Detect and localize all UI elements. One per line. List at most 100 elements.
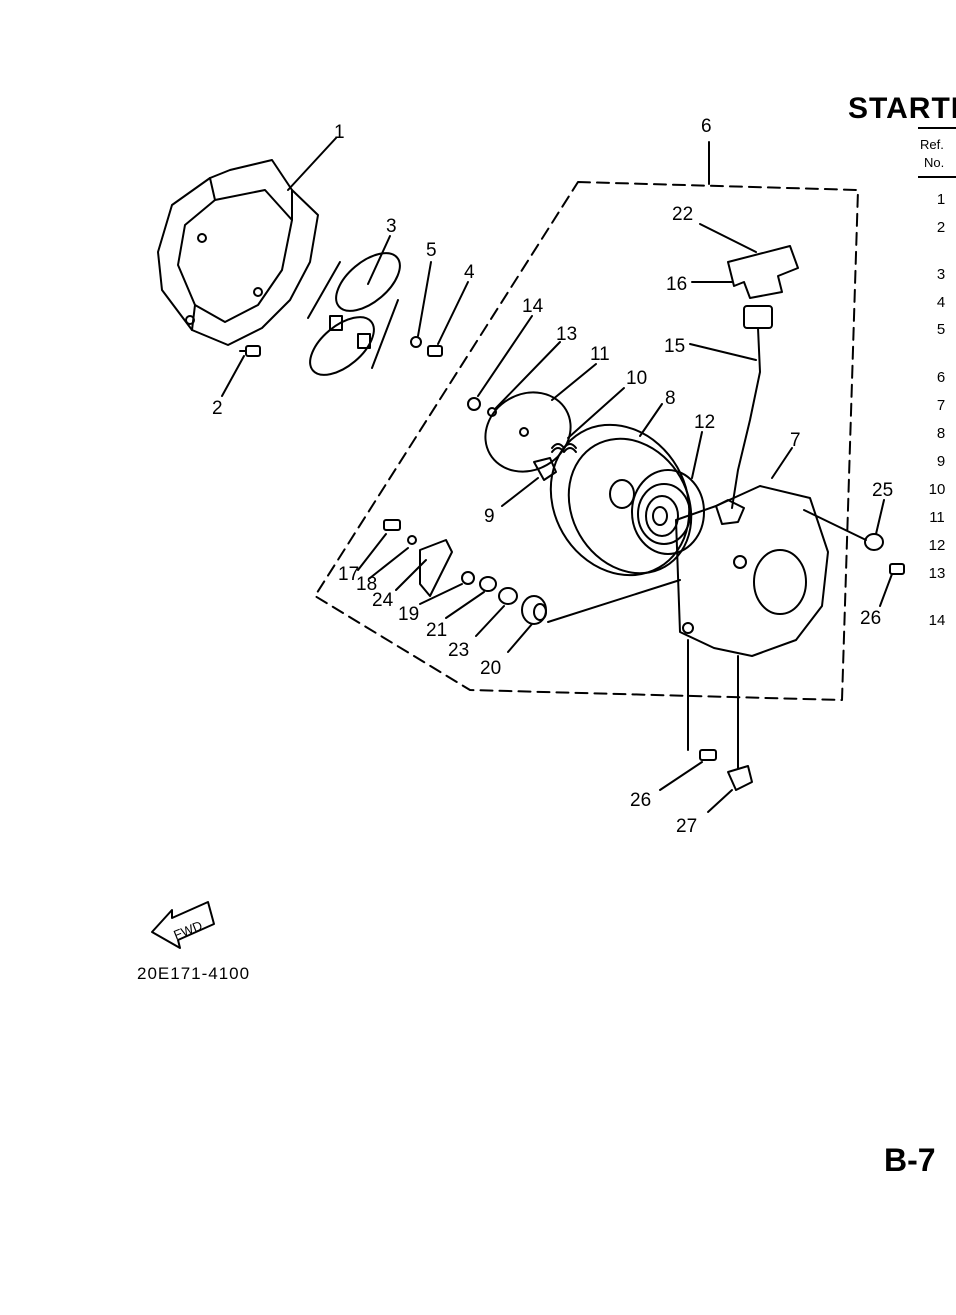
leader-line <box>501 477 539 507</box>
pulley-cup-part <box>307 252 401 376</box>
bolt-part <box>383 519 401 531</box>
leader-line <box>417 261 432 337</box>
callout-label: 11 <box>590 344 610 365</box>
leader-line <box>707 789 733 813</box>
callout-label: 6 <box>701 116 712 137</box>
callout-label: 23 <box>448 640 469 661</box>
leader-line <box>475 605 505 637</box>
spacer-part <box>521 595 547 625</box>
leader-line <box>547 579 681 623</box>
knob-part <box>727 765 753 791</box>
ref-number: 6 <box>936 369 946 386</box>
leader-line <box>689 343 757 361</box>
ref-number: 7 <box>936 397 946 414</box>
ref-number: 5 <box>936 321 946 338</box>
ref-number: 3 <box>936 266 946 283</box>
leader-line <box>507 623 533 653</box>
callout-label: 26 <box>630 790 651 811</box>
leader-line <box>875 499 885 535</box>
callout-label: 25 <box>872 480 893 501</box>
leader-line <box>771 447 793 479</box>
leader-line <box>567 387 625 439</box>
cap-part <box>864 533 884 551</box>
callout-label: 5 <box>426 240 437 261</box>
fwd-arrow-icon <box>151 901 215 949</box>
bolt-part <box>699 749 717 761</box>
leader-line <box>357 533 387 571</box>
leader-line <box>477 315 533 397</box>
callout-label: 20 <box>480 658 501 679</box>
leader-line <box>395 559 427 591</box>
starter-case-part <box>675 485 829 657</box>
ref-number: 10 <box>928 481 946 498</box>
ref-number: 11 <box>929 509 945 526</box>
leader-line <box>419 583 463 605</box>
leader-line <box>367 235 391 285</box>
leader-line <box>551 363 597 401</box>
callout-label: 24 <box>372 590 394 611</box>
ref-number: 2 <box>936 219 946 236</box>
callout-label: 9 <box>484 506 495 527</box>
callout-label: 8 <box>665 388 676 409</box>
callout-label: 18 <box>356 574 377 595</box>
ref-number: 14 <box>928 612 946 629</box>
starter-frame-part <box>157 159 319 346</box>
callout-label: 22 <box>672 204 693 225</box>
ref-number: 8 <box>936 425 946 442</box>
nut-part <box>467 397 481 411</box>
callout-label: 3 <box>386 216 397 237</box>
callout-label: 27 <box>676 816 697 837</box>
handle-part <box>727 245 799 329</box>
callout-label: 7 <box>790 430 801 451</box>
ref-number: 12 <box>928 537 946 554</box>
leader-line <box>639 403 663 437</box>
callout-label: 4 <box>464 262 475 283</box>
washer-part <box>410 336 422 348</box>
leader-line <box>879 573 893 607</box>
leader-line <box>659 761 703 791</box>
washer-part <box>407 535 417 545</box>
callout-label: 2 <box>212 398 223 419</box>
rope-part <box>731 327 761 509</box>
ref-header-line2: No. <box>924 155 945 170</box>
callout-label: 26 <box>860 608 881 629</box>
callout-label: 15 <box>664 336 685 357</box>
page-heading: STARTE <box>848 92 956 125</box>
bolt-part <box>889 563 905 575</box>
screw-part <box>427 345 443 357</box>
callout-label: 14 <box>522 296 544 317</box>
bolt-part <box>239 345 261 357</box>
assembly-boundary-dashed <box>314 181 859 701</box>
leader-line <box>437 281 469 345</box>
pawl-part <box>533 457 557 481</box>
callout-label: 10 <box>626 368 647 389</box>
ref-number: 1 <box>936 191 946 208</box>
washer-part <box>461 571 475 585</box>
leader-line <box>445 591 485 619</box>
leader-line <box>221 355 245 397</box>
ref-number: 4 <box>936 294 946 311</box>
leader-line <box>803 509 867 541</box>
reel-part <box>549 423 693 577</box>
drawing-code: 20E171-4100 <box>137 964 251 983</box>
ref-number: 13 <box>928 565 946 582</box>
ref-header-rule <box>918 176 956 178</box>
page-number: B-7 <box>884 1142 936 1178</box>
ref-header-line1: Ref. <box>920 137 944 152</box>
bracket-part <box>419 539 453 597</box>
callout-label: 16 <box>666 274 687 295</box>
bushing-part <box>479 576 497 592</box>
callout-label: 1 <box>334 122 345 143</box>
callout-label: 12 <box>694 412 715 433</box>
leader-line <box>287 137 337 191</box>
recoil-spring-part <box>631 469 705 555</box>
leader-line <box>699 223 757 253</box>
fwd-label: FWD <box>171 918 204 943</box>
heading-underline <box>918 127 956 129</box>
callout-label: 17 <box>338 564 359 585</box>
callout-label: 21 <box>426 620 447 641</box>
leader-line <box>495 341 561 409</box>
callout-label: 13 <box>556 324 577 345</box>
